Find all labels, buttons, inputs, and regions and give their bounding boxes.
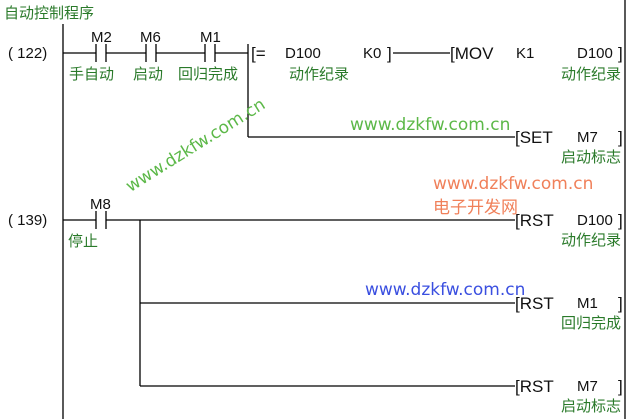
mov-dst-comment: 动作纪录 bbox=[561, 65, 622, 83]
contact-device[interactable]: M1 bbox=[200, 29, 221, 46]
program-title: 自动控制程序 bbox=[4, 4, 95, 22]
step-number: ( 139) bbox=[8, 212, 48, 229]
contact-device[interactable]: M2 bbox=[91, 29, 112, 46]
watermark-orange-cn: 电子开发网 bbox=[433, 198, 518, 218]
contact-m1 bbox=[204, 44, 216, 62]
watermark-orange: www.dzkfw.com.cn bbox=[433, 174, 594, 194]
bracket-close: ] bbox=[618, 211, 623, 230]
contact-comment: 回归完成 bbox=[178, 65, 239, 83]
rst-dst[interactable]: M7 bbox=[577, 378, 598, 395]
set-dst-comment: 启动标志 bbox=[561, 148, 622, 166]
contact-device[interactable]: M8 bbox=[90, 196, 111, 213]
compare-op[interactable]: [= bbox=[251, 44, 266, 63]
bracket-close: ] bbox=[618, 377, 623, 396]
set-dst[interactable]: M7 bbox=[577, 129, 598, 146]
mov-src[interactable]: K1 bbox=[516, 45, 535, 62]
rst-op[interactable]: [RST bbox=[515, 294, 554, 313]
contact-m6 bbox=[145, 44, 157, 62]
step-number: ( 122) bbox=[8, 45, 48, 62]
contact-device[interactable]: M6 bbox=[140, 29, 161, 46]
mov-dst[interactable]: D100 bbox=[577, 45, 613, 62]
rst-dst[interactable]: D100 bbox=[577, 212, 613, 229]
rst-op[interactable]: [RST bbox=[515, 211, 554, 230]
contact-m8 bbox=[95, 211, 107, 229]
rst-dst[interactable]: M1 bbox=[577, 295, 598, 312]
compare-operand-b[interactable]: K0 bbox=[363, 45, 382, 62]
bracket-close: ] bbox=[618, 44, 623, 63]
compare-comment: 动作纪录 bbox=[289, 65, 350, 83]
bracket-close: ] bbox=[387, 44, 392, 63]
compare-operand-a[interactable]: D100 bbox=[285, 45, 321, 62]
output-branch-wire bbox=[139, 220, 515, 387]
watermark-green: www.dzkfw.com.cn bbox=[350, 115, 511, 135]
contact-m2 bbox=[95, 44, 107, 62]
contact-comment: 手自动 bbox=[69, 65, 115, 83]
bracket-close: ] bbox=[618, 294, 623, 313]
bracket-close: ] bbox=[618, 128, 623, 147]
rst-dst-comment: 启动标志 bbox=[561, 397, 622, 415]
set-op[interactable]: [SET bbox=[515, 128, 553, 147]
rst-dst-comment: 回归完成 bbox=[561, 314, 622, 332]
rst-op[interactable]: [RST bbox=[515, 377, 554, 396]
contact-comment: 停止 bbox=[68, 232, 99, 250]
contact-comment: 启动 bbox=[133, 65, 164, 83]
watermark-blue: www.dzkfw.com.cn bbox=[365, 280, 526, 300]
rst-dst-comment: 动作纪录 bbox=[561, 231, 622, 249]
mov-op[interactable]: [MOV bbox=[450, 44, 494, 63]
